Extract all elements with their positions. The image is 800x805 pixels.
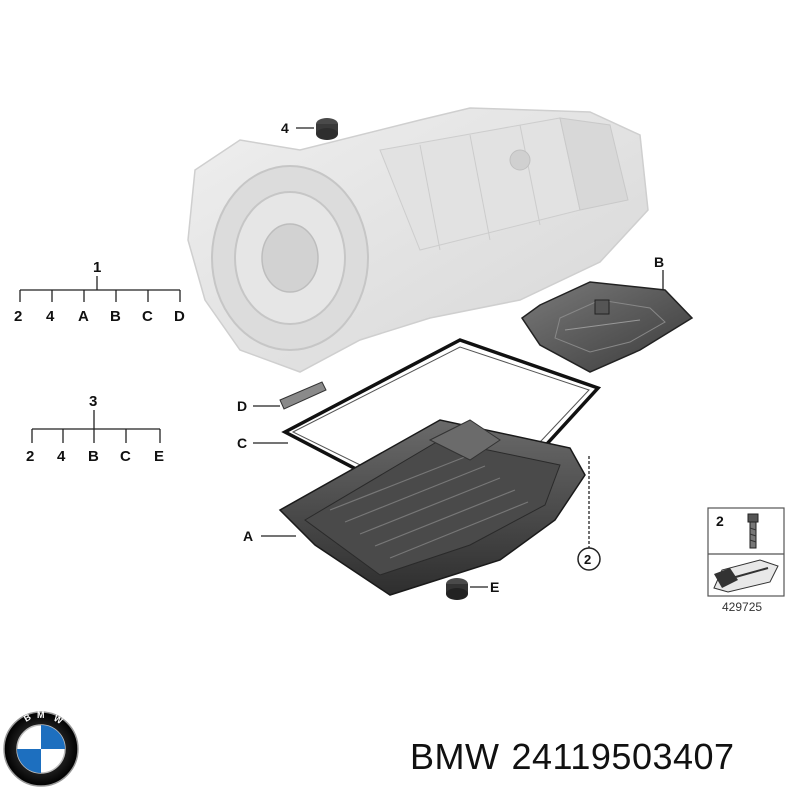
transmission-housing — [187, 107, 649, 373]
tree-3-child: B — [88, 448, 99, 465]
callout-plug: E — [490, 579, 499, 595]
direction-arrow-icon — [713, 559, 779, 593]
legend-box-label: 2 — [716, 513, 724, 529]
tree-1-child: 2 — [14, 308, 22, 325]
tree-1-child: A — [78, 308, 89, 325]
tree-3-child: 4 — [57, 448, 66, 465]
tree-1-child: 4 — [46, 308, 55, 325]
bolt-icon — [747, 513, 759, 549]
tree-3: 3 2 4 B C E — [26, 393, 164, 465]
callout-bolt-circle: 2 — [584, 552, 591, 567]
tree-3-child: C — [120, 448, 131, 465]
tree-3-child: E — [154, 448, 164, 465]
svg-text:B: B — [22, 712, 33, 724]
seal-strip-part — [279, 381, 327, 410]
part-number: 24119503407 — [511, 736, 735, 777]
bmw-logo: B M W — [3, 710, 79, 787]
tree-3-child: 2 — [26, 448, 34, 465]
tree-1-root: 1 — [93, 259, 101, 276]
tree-1-child: D — [174, 308, 185, 325]
callout-seal-strip: D — [237, 398, 247, 414]
tree-3-root: 3 — [89, 393, 97, 410]
tree-1-child: B — [110, 308, 121, 325]
brand-name: BMW — [410, 736, 500, 777]
legend-box: 2 — [707, 507, 785, 597]
callout-drain-bolt: 4 — [281, 120, 289, 136]
callout-oil-pan: A — [243, 528, 253, 544]
filter-part — [520, 281, 694, 373]
tree-1: 1 2 4 A B C D — [14, 259, 185, 325]
part-title: BMW 24119503407 — [410, 736, 747, 778]
reference-code: 429725 — [722, 600, 763, 614]
oil-pan-part — [278, 419, 586, 596]
plug-part — [446, 578, 468, 600]
callout-gasket: C — [237, 435, 247, 451]
svg-text:M: M — [37, 710, 45, 720]
tree-1-child: C — [142, 308, 153, 325]
bolt-circle-marker — [577, 547, 601, 571]
callout-filter: B — [654, 254, 664, 270]
drain-bolt-part — [316, 118, 338, 140]
